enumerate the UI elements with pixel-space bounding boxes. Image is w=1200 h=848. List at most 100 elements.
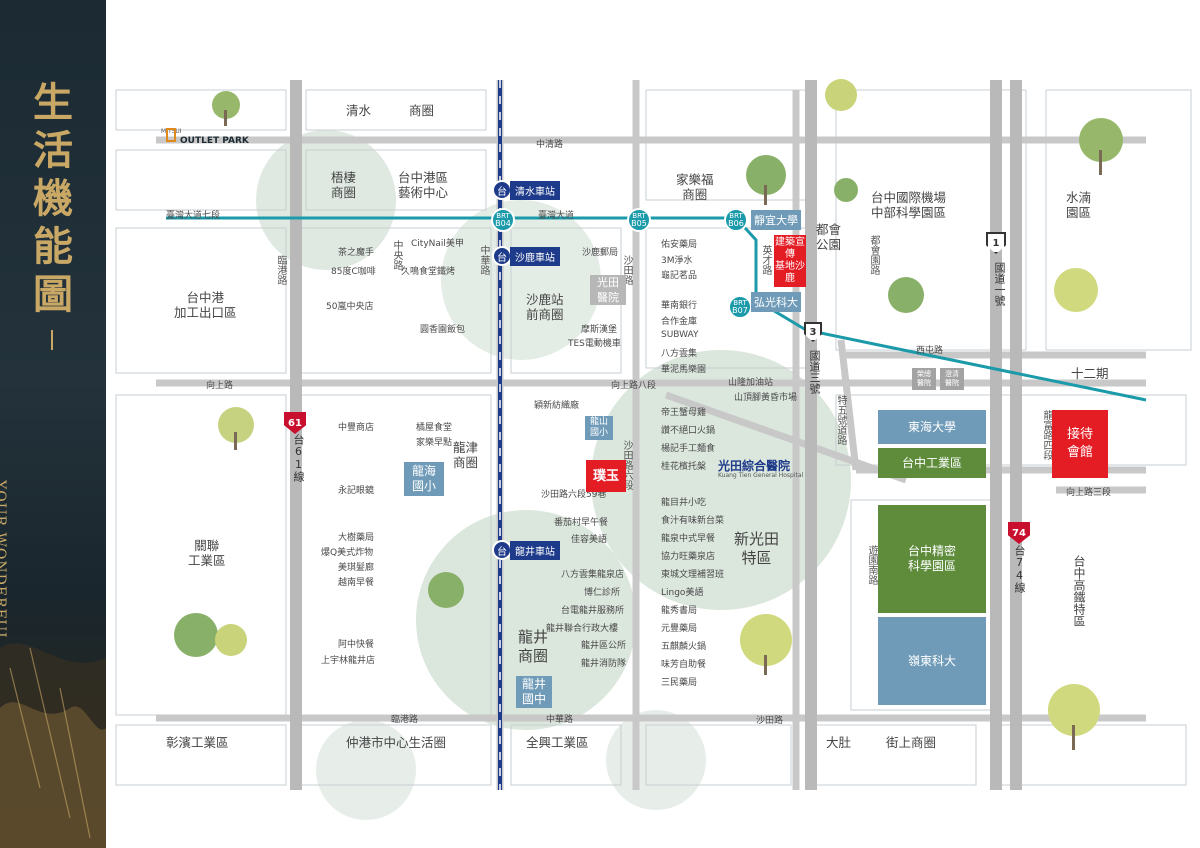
shop-w-6: 越南早餐 [338, 578, 375, 588]
shop-east-2: 3M淨水 [661, 256, 693, 266]
poi-longshan[interactable]: 龍山國小 [585, 416, 613, 440]
shop-e-8: 協力旺藥泉店 [661, 552, 716, 562]
area-dadu: 大肚 [826, 735, 852, 750]
area-airport-park: 台中國際機場中部科學園區 [871, 190, 947, 220]
shop-e-11: 龍秀書局 [661, 606, 698, 616]
poi-tc-ind[interactable]: 台中工業區 [878, 448, 986, 478]
shop-e-14: 味芳自助餐 [661, 660, 707, 670]
shop-w-5: 美琪髮廊 [338, 563, 375, 573]
area-wuqi: 梧棲商圈 [331, 170, 357, 200]
shop-w-8: 上宇林龍井店 [321, 656, 376, 666]
shop-moss: 摩斯漢堡 [581, 325, 618, 335]
map-canvas [115, 79, 1192, 820]
road-douhui: 都會園路 [868, 235, 879, 275]
station-qingshui[interactable]: 台清水車站 [492, 180, 560, 200]
shop-c-7: 龍井區公所 [581, 641, 627, 651]
shop-w-2: 永記眼鏡 [338, 486, 375, 496]
shop-w-4: 爆Q美式炸物 [321, 548, 374, 558]
shop-w-3: 大樹藥局 [338, 533, 375, 543]
title-char-1: 生 [33, 79, 73, 126]
area-xinguangtian: 新光田特區 [734, 530, 780, 567]
road-zhongyang: 中央路 [391, 240, 402, 270]
shop-east-6: 合作金庫 [661, 317, 698, 327]
poi-reception[interactable]: 接待會館 [1052, 410, 1108, 478]
road-zhonghua-v: 中華路 [478, 245, 489, 275]
title-char-5: 圖 [33, 271, 73, 318]
zone-longjin [416, 510, 636, 730]
poi-longjin-school[interactable]: 龍井國中 [516, 676, 552, 708]
outlet-logo-icon [166, 128, 176, 142]
poi-hongguang[interactable]: 弘光科大 [751, 292, 801, 312]
poi-jingyi[interactable]: 靜宜大學 [751, 210, 801, 230]
shop-4: CityNail美甲 [411, 239, 464, 249]
shop-c-3: 八方雲集龍泉店 [561, 570, 625, 580]
area-zhangbin: 彰濱工業區 [166, 735, 229, 750]
sidebar: 生 活 機 能 圖 YOUR WONDERFUL LIFE [0, 0, 106, 848]
road-zhongqing: 中清路 [536, 140, 564, 150]
poi-hospital[interactable]: 光田綜合醫院 [718, 459, 791, 473]
shop-e-13: 五麒麟火鍋 [661, 642, 707, 652]
shield-61: 61 [284, 412, 306, 434]
road-shatian-v: 沙田路 [621, 255, 632, 285]
rail-icon: 台 [492, 540, 512, 560]
area-longjin-biz2: 龍津商圈 [453, 440, 479, 470]
station-longjin[interactable]: 台龍井車站 [492, 540, 560, 560]
shop-3: 50嵐中央店 [326, 302, 374, 312]
shop-e-5: 龍目井小吃 [661, 498, 707, 508]
shop-e-2: 讚不絕口火鍋 [661, 426, 716, 436]
area-commercial: 商圈 [409, 103, 435, 118]
road-xiangshang: 向上路 [206, 381, 234, 391]
zone-shalu [441, 200, 601, 360]
rail-icon: 台 [492, 180, 512, 200]
road-tezhong: 特五號道路 [835, 395, 846, 445]
poi-shanding: 山頂腳黃昏市場 [734, 393, 798, 403]
shop-e-10: Lingo美語 [661, 588, 704, 598]
shield-3: 3 [804, 322, 822, 342]
area-shuinan: 水湳園區 [1066, 190, 1092, 220]
shop-e-12: 元豐藥局 [661, 624, 698, 634]
poi-lingtung[interactable]: 嶺東科大 [878, 617, 986, 705]
road-linggang: 臨港路 [391, 715, 419, 725]
road-shatian6: 沙田路六段 [621, 440, 632, 490]
road-yiyuan-s: 遊園南路 [866, 545, 877, 585]
poi-longhai[interactable]: 龍海國小 [404, 462, 444, 496]
area-map: MITSUI OUTLET PARK 清水 商圈 梧棲商圈 台中港區藝術中心 家… [106, 0, 1200, 848]
road-longjin-v: 龍富路四段 [1041, 410, 1052, 460]
shop-east-7: SUBWAY [661, 330, 699, 340]
outlet-logo: OUTLET PARK [180, 136, 249, 146]
highways [290, 80, 1022, 790]
shop-e-6: 食汁有味新台菜 [661, 516, 725, 526]
zone-zhonggang [316, 720, 416, 820]
poi-guangtian[interactable]: 光田醫院 [590, 275, 626, 305]
road-highway1: 國道一號 [993, 262, 1006, 306]
shop-w-1: 中豐商店 [338, 423, 375, 433]
shield-74: 74 [1008, 522, 1030, 544]
area-shalu-station-biz: 沙鹿站前商圈 [526, 292, 564, 322]
poi-tc-sci[interactable]: 台中精密科學園區 [878, 505, 986, 613]
area-quanxing: 全興工業區 [526, 735, 589, 750]
title-char-2: 活 [33, 127, 73, 174]
shop-east-5: 華南銀行 [661, 301, 698, 311]
road-tai61: 台61線 [292, 434, 305, 482]
poi-jiandu[interactable]: 建築宣傳基地沙鹿 [774, 235, 806, 287]
shop-e-3: 楊記手工麵食 [661, 444, 716, 454]
road-taiwan-blvd: 臺灣大道 [538, 211, 575, 221]
poi-tunghai[interactable]: 東海大學 [878, 410, 986, 444]
shop-c-6: 龍井聯合行政大樓 [546, 624, 619, 634]
area-longjin-biz: 龍井商圈 [518, 628, 549, 665]
road-yingwen: 英才路 [760, 245, 771, 275]
shop-e-9: 東城文理補習班 [661, 570, 725, 580]
station-shalu[interactable]: 台沙鹿車站 [492, 246, 560, 266]
area-shierqi: 十二期 [1071, 366, 1109, 381]
title-char-4: 能 [33, 223, 73, 270]
shop-5: 久鳴食堂鐵烤 [401, 267, 456, 277]
poi-project[interactable]: 璞玉 [586, 460, 626, 492]
gold-marble-decoration [0, 643, 106, 848]
tree-icons [174, 79, 1123, 750]
shop-e-1: 帝王蟹母雞 [661, 408, 707, 418]
shop-east-1: 佑安藥局 [661, 240, 698, 250]
